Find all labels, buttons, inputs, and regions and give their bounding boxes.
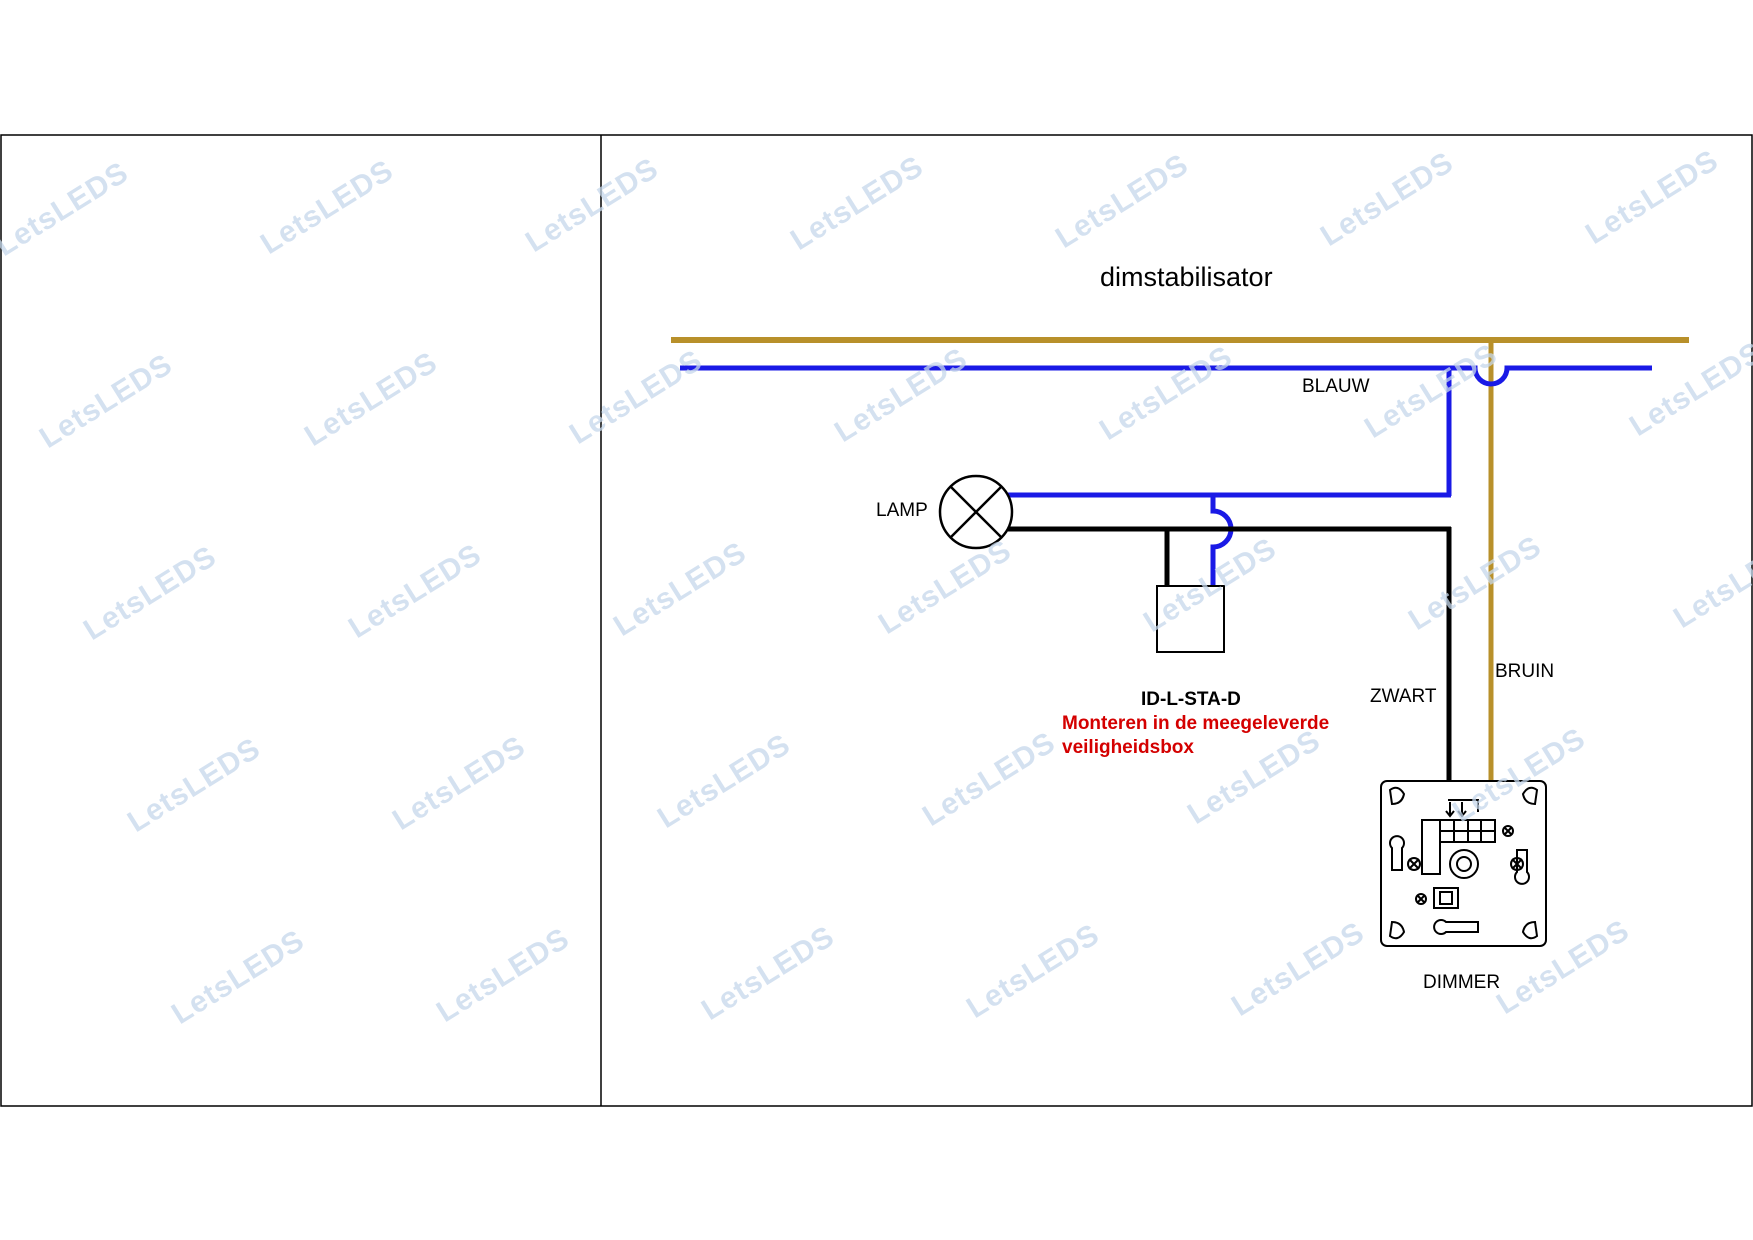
mounting-note-line2: veiligheidsbox (1062, 737, 1194, 758)
dimmer-icon (1380, 780, 1547, 947)
label-dimmer: DIMMER (1423, 972, 1501, 993)
label-device-model: ID-L-STA-D (1141, 689, 1241, 710)
diagram-title: dimstabilisator (1100, 262, 1273, 292)
label-lamp: LAMP (876, 500, 928, 521)
blue-wire-stabilizer (1210, 495, 1234, 588)
label-zwart: ZWART (1370, 686, 1437, 707)
label-blauw: BLAUW (1302, 376, 1370, 397)
blue-wire-supply (680, 365, 1652, 387)
mounting-note-line1: Monteren in de meegeleverde (1062, 713, 1330, 734)
lamp-symbol-icon (938, 474, 1014, 550)
label-bruin: BRUIN (1495, 661, 1555, 682)
outer-frame (0, 134, 1753, 1107)
stabilizer-box-icon (1156, 585, 1225, 653)
